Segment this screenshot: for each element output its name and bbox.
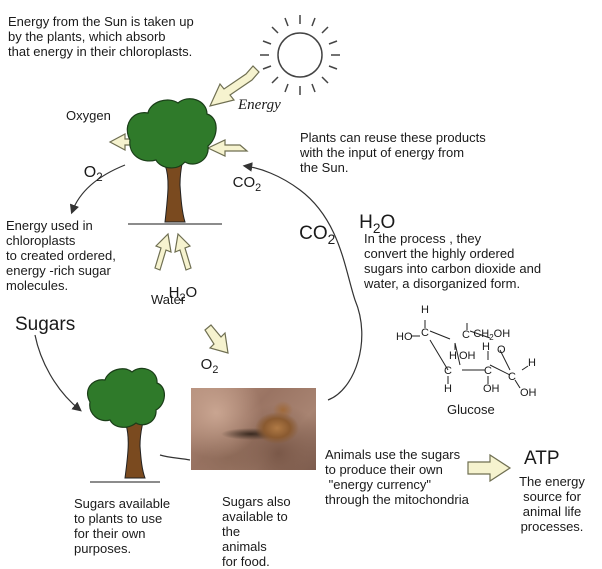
sugars-plants-text: Sugars available to plants to use for th… (74, 496, 171, 556)
h2o-cycle-sub: 2 (372, 220, 381, 236)
h2o-water-main: H (168, 284, 180, 301)
glucose-oh1: OH (459, 350, 476, 362)
glucose-h2: H (449, 350, 457, 362)
co2-tree-main: CO (232, 174, 256, 191)
atp-desc: The energy source for animal life proces… (519, 474, 585, 534)
co2-in-arrow (206, 139, 249, 157)
water-arrow-left (154, 232, 172, 271)
sun-caption: Energy from the Sun is taken up by the p… (8, 14, 194, 59)
oxygen-label: Oxygen (66, 108, 111, 123)
co2-cycle-formula: CO2 (278, 201, 335, 273)
cycle-arc-left-top (69, 164, 126, 215)
water-label: Water (151, 292, 186, 307)
squirrel-photo (191, 388, 316, 470)
glucose-oh3: OH (520, 387, 537, 399)
energy-arrow (208, 65, 260, 107)
glucose-c3: C (444, 365, 452, 377)
h2o-cycle-main: H (359, 212, 373, 233)
process-text: In the process , they convert the highly… (364, 231, 542, 291)
connector-tree-photo (159, 454, 191, 461)
glucose-c1: C (421, 327, 429, 339)
o2-mid-sub: 2 (212, 363, 219, 376)
glucose-ho1: HO (396, 331, 413, 343)
glucose-c2: C (462, 329, 470, 341)
cycle-arc-right (242, 162, 363, 401)
glucose-ch2oh-sub: 2 (489, 332, 494, 342)
co2-tree-formula: CO2 (216, 160, 262, 211)
atp-label: ATP (524, 448, 560, 469)
glucose-structure (412, 320, 529, 389)
h2o-water-end: O (185, 284, 198, 301)
o2-top-main: O (83, 164, 97, 181)
glucose-ch2oh: CH2OH (455, 312, 510, 360)
glucose-ch2oh-end: OH (493, 328, 511, 340)
glucose-h3: H (482, 341, 490, 353)
glucose-ch2oh-main: CH (473, 328, 490, 340)
atp-arrow (467, 453, 512, 483)
h2o-water-sub: 2 (179, 291, 186, 304)
glucose-c5: C (508, 371, 516, 383)
glucose-oh2: OH (483, 383, 500, 395)
co2-cycle-sub: 2 (327, 231, 336, 247)
glucose-h4: H (528, 357, 536, 369)
top-tree-icon (126, 98, 222, 225)
o2-top-sub: 2 (96, 172, 103, 185)
glucose-c4: C (484, 365, 492, 377)
h2o-cycle-formula: H2O (338, 190, 395, 262)
glucose-label: Glucose (447, 402, 495, 417)
h2o-cycle-end: O (380, 212, 396, 233)
glucose-o-ring: O (497, 344, 506, 356)
glucose-h5: H (444, 383, 452, 395)
o2-mid-main: O (200, 356, 213, 373)
energy-label: Energy (238, 97, 281, 113)
o2-top-formula: O2 (66, 140, 103, 211)
animals-text: Animals use the sugars to produce their … (325, 447, 469, 507)
cycle-arrows (34, 162, 363, 461)
energy-used-text: Energy used in chloroplasts to created o… (6, 218, 116, 293)
o2-mid-formula: O2 (184, 342, 219, 393)
sugars-label: Sugars (15, 314, 76, 335)
plants-reuse-text: Plants can reuse these products with the… (300, 130, 486, 175)
sun-icon (260, 15, 340, 95)
co2-cycle-main: CO (299, 223, 328, 244)
water-arrow-right (174, 232, 192, 271)
sugars-animals-text: Sugars also available to the animals for… (222, 494, 291, 569)
co2-tree-sub: 2 (255, 181, 262, 194)
cycle-arc-left-bottom (34, 334, 82, 412)
glucose-h1: H (421, 304, 429, 316)
bottom-tree-icon (86, 367, 165, 483)
h2o-water-formula: H2O (152, 270, 198, 321)
o2-down-arrow (204, 324, 229, 354)
